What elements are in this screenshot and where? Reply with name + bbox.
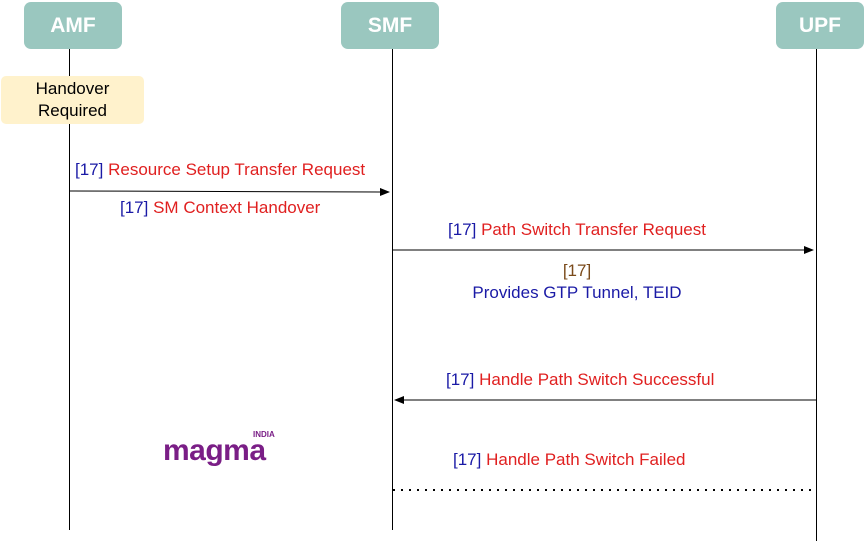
message-sm-context-handover: [17] SM Context Handover bbox=[120, 198, 320, 218]
actor-amf: AMF bbox=[24, 2, 122, 49]
ref-tag: [17] bbox=[562, 261, 592, 280]
lifeline-smf bbox=[392, 49, 393, 530]
message-gtp-tunnel-note: [17] Provides GTP Tunnel, TEID bbox=[465, 261, 689, 303]
lifeline-amf bbox=[69, 49, 70, 530]
magma-logo: INDIA magma bbox=[163, 430, 281, 467]
message-resource-setup: [17] Resource Setup Transfer Request bbox=[75, 160, 365, 180]
ref-tag: [17] bbox=[448, 220, 477, 239]
actor-upf: UPF bbox=[776, 2, 864, 49]
message-text: SM Context Handover bbox=[153, 198, 321, 217]
logo-subtext: INDIA bbox=[253, 430, 275, 439]
ref-tag: [17] bbox=[446, 370, 475, 389]
message-text: Provides GTP Tunnel, TEID bbox=[472, 283, 682, 302]
message-text: Handle Path Switch Successful bbox=[479, 370, 715, 389]
lifeline-upf bbox=[816, 49, 817, 541]
message-text: Path Switch Transfer Request bbox=[481, 220, 706, 239]
handover-required-note: Handover Required bbox=[1, 76, 144, 124]
message-path-switch-request: [17] Path Switch Transfer Request bbox=[448, 220, 706, 240]
note-line2: Required bbox=[38, 101, 107, 120]
ref-tag: [17] bbox=[120, 198, 149, 217]
message-path-switch-successful: [17] Handle Path Switch Successful bbox=[446, 370, 714, 390]
arrow-resource-setup bbox=[69, 187, 390, 196]
message-text: Handle Path Switch Failed bbox=[486, 450, 686, 469]
ref-tag: [17] bbox=[453, 450, 482, 469]
actor-smf: SMF bbox=[341, 2, 439, 49]
message-text: Resource Setup Transfer Request bbox=[108, 160, 366, 179]
logo-text: magma bbox=[163, 434, 266, 467]
ref-tag: [17] bbox=[75, 160, 104, 179]
message-path-switch-failed: [17] Handle Path Switch Failed bbox=[453, 450, 685, 470]
note-line1: Handover bbox=[35, 79, 110, 98]
